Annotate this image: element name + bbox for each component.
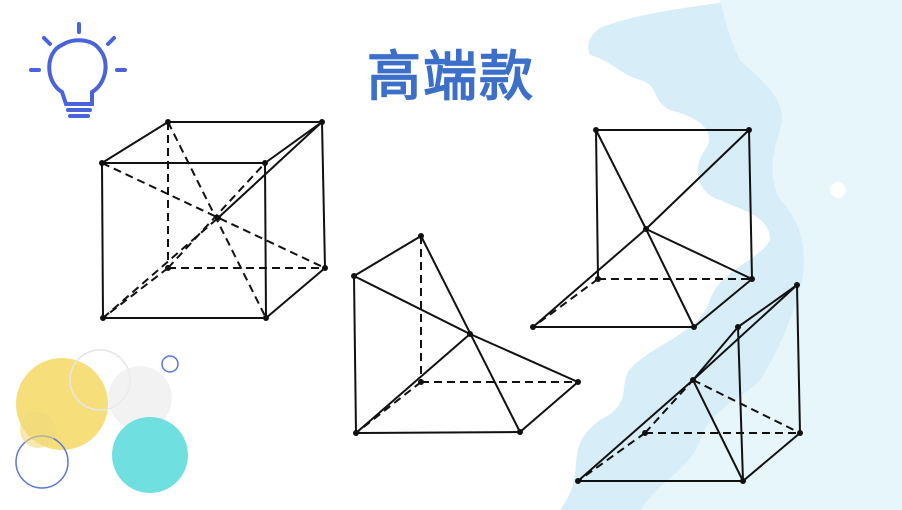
prism-figure-2 (575, 282, 803, 484)
decorative-circles (15, 349, 188, 493)
map-shape-inner (640, 0, 902, 510)
cube-figure (99, 119, 328, 321)
map-dot (830, 182, 846, 198)
page-title: 高端款 (367, 45, 535, 108)
prism-figure-1 (530, 127, 755, 330)
pyramid-figure-1 (351, 233, 581, 436)
lightbulb-icon (29, 22, 127, 118)
